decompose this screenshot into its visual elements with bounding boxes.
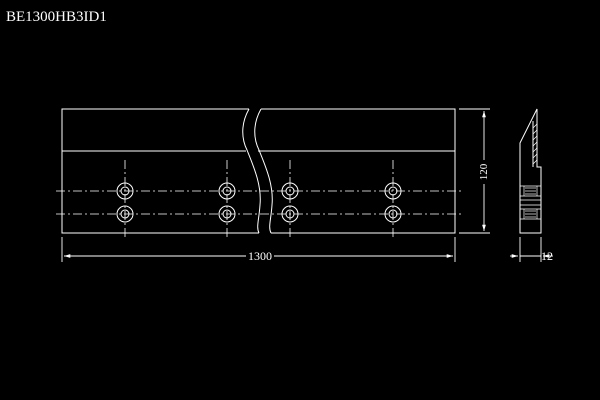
bolt-hole xyxy=(281,182,299,200)
bolt-hole xyxy=(116,182,134,200)
bolt-hole xyxy=(384,182,402,200)
bolt-hole xyxy=(116,205,134,223)
profile-outline xyxy=(519,108,542,234)
length-dimension-label: 1300 xyxy=(248,249,272,263)
thickness-dimension-label: 12 xyxy=(541,249,553,263)
blade-right-section xyxy=(261,108,456,234)
bolt-hole xyxy=(384,205,402,223)
blade-front-view xyxy=(61,108,456,234)
bolt-hole xyxy=(218,182,236,200)
break-line-2 xyxy=(254,108,273,234)
side-profile-view xyxy=(519,108,542,234)
centerlines xyxy=(56,160,462,238)
part-number-title: BE1300HB3ID1 xyxy=(6,9,107,25)
blade-left-section xyxy=(61,108,259,234)
profile-hole-section xyxy=(520,185,541,220)
height-label-bg xyxy=(475,160,493,184)
bolt-hole xyxy=(218,205,236,223)
length-label-bg xyxy=(246,248,274,263)
height-dimension-label: 120 xyxy=(478,163,490,180)
profile-hatch-top xyxy=(532,123,538,165)
bolt-holes xyxy=(116,182,402,223)
break-line-1 xyxy=(242,108,261,234)
bolt-hole xyxy=(281,205,299,223)
thickness-dimension xyxy=(510,237,553,262)
